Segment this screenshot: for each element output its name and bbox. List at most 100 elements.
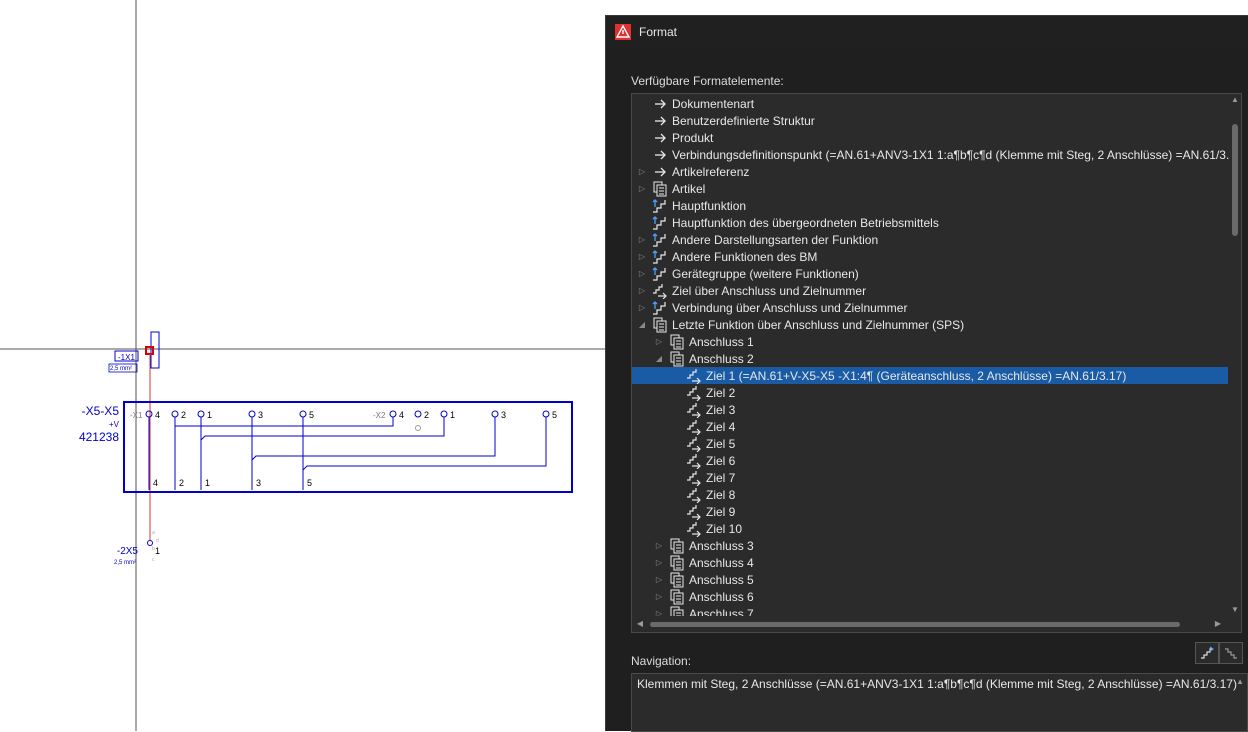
- tree-item[interactable]: Produkt: [632, 129, 1228, 146]
- tree-item[interactable]: Ziel 10: [632, 520, 1228, 538]
- tree-item[interactable]: ▷ Anschluss 4: [632, 554, 1228, 571]
- navigate-back-button[interactable]: [1219, 642, 1243, 664]
- tree-item[interactable]: ▷Anschluss 5: [632, 571, 1228, 588]
- svg-text:3: 3: [258, 410, 263, 420]
- target-icon: [686, 402, 702, 419]
- expand-arrow-icon[interactable]: ▷: [655, 592, 663, 601]
- scroll-down-icon[interactable]: ▼: [1231, 605, 1239, 614]
- tree-item[interactable]: ▷ Gerätegruppe (weitere Funktionen): [632, 265, 1228, 282]
- expand-arrow-icon[interactable]: ▷: [655, 558, 663, 567]
- tree-item[interactable]: ▷Anschluss 6: [632, 588, 1228, 605]
- hscroll-thumb[interactable]: [650, 622, 1180, 627]
- tree-item-label: Anschluss 2: [689, 351, 754, 366]
- navigation-text-box[interactable]: Klemmen mit Steg, 2 Anschlüsse (=AN.61+A…: [631, 673, 1248, 732]
- tree-item-label: Anschluss 1: [689, 334, 754, 349]
- tree-item[interactable]: Ziel 7: [632, 469, 1228, 487]
- bottom-pin-1: 1: [205, 478, 210, 488]
- scroll-left-icon[interactable]: ◀: [636, 619, 644, 628]
- svg-text:d: d: [156, 538, 159, 544]
- device-number: 421238: [79, 430, 119, 444]
- x2-pin-2: 2: [414, 410, 429, 420]
- scroll-up-icon[interactable]: ▲: [1231, 95, 1239, 104]
- dialog-titlebar[interactable]: Format: [606, 16, 1248, 48]
- tree-item[interactable]: Hauptfunktion: [632, 197, 1228, 214]
- target-icon: [686, 521, 702, 538]
- tree-item[interactable]: ▷Andere Darstellungsarten der Funktion: [632, 231, 1228, 248]
- target-icon: [686, 504, 702, 521]
- tree-item[interactable]: Ziel 9: [632, 503, 1228, 521]
- tree-item[interactable]: ▷Anschluss 3: [632, 537, 1228, 554]
- tree-item[interactable]: ▷ Anschluss 1: [632, 333, 1228, 350]
- collapse-arrow-icon[interactable]: ◢: [655, 354, 663, 363]
- tree-item[interactable]: ▷Verbindung über Anschluss und Zielnumme…: [632, 299, 1228, 316]
- nav-scroll-up-icon[interactable]: ▲: [1236, 677, 1244, 686]
- target-icon: [686, 436, 702, 453]
- tree-item[interactable]: Ziel 4: [632, 418, 1228, 436]
- target-icon: [686, 368, 702, 385]
- tree-item[interactable]: Verbindungsdefinitionspunkt (=AN.61+ANV3…: [632, 146, 1236, 163]
- navigate-forward-button[interactable]: [1195, 642, 1219, 664]
- tree-item-label: Ziel 1 (=AN.61+V-X5-X5 -X1:4¶ (Geräteans…: [706, 368, 1127, 383]
- x1-label: -X1: [130, 411, 143, 420]
- function-icon: [652, 249, 668, 265]
- expand-arrow-icon[interactable]: ▷: [638, 286, 646, 295]
- schematic-canvas[interactable]: -1X1 2,5 mm² -X5-X5 +V 421238 -X1 -X2 4 …: [0, 0, 605, 731]
- expand-arrow-icon[interactable]: ▷: [638, 269, 646, 278]
- svg-text:2: 2: [181, 410, 186, 420]
- expand-arrow-icon[interactable]: ▷: [655, 575, 663, 584]
- pages-icon: [652, 317, 668, 333]
- expand-arrow-icon[interactable]: ▷: [638, 303, 646, 312]
- svg-text:5: 5: [309, 410, 314, 420]
- arrow-icon: [652, 130, 668, 146]
- expand-arrow-icon[interactable]: ▷: [655, 337, 663, 346]
- tree-item[interactable]: ▷Ziel über Anschluss und Zielnummer: [632, 282, 1228, 300]
- tree-item[interactable]: Ziel 8: [632, 486, 1228, 504]
- svg-text:2: 2: [424, 410, 429, 420]
- pages-icon: [669, 555, 685, 571]
- arrow-icon: [652, 147, 668, 163]
- dialog-title: Format: [639, 25, 678, 39]
- expand-arrow-icon[interactable]: ▷: [638, 235, 646, 244]
- tree-item[interactable]: Hauptfunktion des übergeordneten Betrieb…: [632, 214, 1228, 231]
- bottom-pin-4: 4: [153, 478, 158, 488]
- bottom-terminal-size: 2,5 mm²: [114, 560, 136, 566]
- collapse-arrow-icon[interactable]: ◢: [638, 320, 646, 329]
- x2-pin-4: 4: [389, 410, 404, 420]
- arrow-icon: [652, 164, 668, 180]
- expand-arrow-icon[interactable]: ▷: [655, 609, 663, 618]
- expand-arrow-icon[interactable]: ▷: [638, 252, 646, 261]
- tree-horizontal-scrollbar[interactable]: ◀ ▶: [632, 616, 1229, 632]
- tree-item-label: Ziel 2: [706, 385, 736, 400]
- bottom-terminal[interactable]: -2X5 1 2,5 mm² a d b c: [114, 530, 160, 566]
- tree-item-label: Hauptfunktion des übergeordneten Betrieb…: [672, 215, 939, 230]
- scroll-thumb[interactable]: [1232, 124, 1238, 236]
- expand-arrow-icon[interactable]: ▷: [638, 167, 646, 176]
- svg-text:3: 3: [501, 410, 506, 420]
- tree-item[interactable]: Benutzerdefinierte Struktur: [632, 112, 1228, 129]
- tree-item[interactable]: ▷Andere Funktionen des BM: [632, 248, 1228, 265]
- tree-item-label: Gerätegruppe (weitere Funktionen): [672, 266, 859, 281]
- tree-item[interactable]: Ziel 5: [632, 435, 1228, 453]
- expand-arrow-icon[interactable]: ▷: [638, 184, 646, 193]
- top-terminal[interactable]: -1X1 2,5 mm²: [108, 331, 160, 373]
- tree-item[interactable]: ◢ Anschluss 2: [632, 350, 1228, 367]
- arrow-icon: [652, 96, 668, 112]
- tree-item[interactable]: ▷Artikel: [632, 180, 1228, 197]
- top-terminal-name: -1X1: [118, 353, 135, 362]
- tree-item[interactable]: Ziel 2: [632, 384, 1228, 402]
- tree-item[interactable]: Ziel 1 (=AN.61+V-X5-X5 -X1:4¶ (Geräteans…: [632, 367, 1228, 385]
- tree-item[interactable]: Ziel 3: [632, 401, 1228, 419]
- tree-item-label: Ziel 8: [706, 487, 736, 502]
- tree-item-label: Produkt: [672, 130, 714, 145]
- tree-item[interactable]: Dokumentenart: [632, 95, 1228, 112]
- x1-pin-5: 5: [299, 410, 314, 420]
- expand-arrow-icon[interactable]: ▷: [655, 541, 663, 550]
- tree-item[interactable]: ▷Artikelreferenz: [632, 163, 1228, 180]
- tree-item-label: Anschluss 4: [689, 555, 754, 570]
- tree-item[interactable]: ◢Letzte Funktion über Anschluss und Ziel…: [632, 316, 1228, 333]
- tree-vertical-scrollbar[interactable]: ▲ ▼: [1229, 94, 1241, 616]
- tree-item[interactable]: Ziel 6: [632, 452, 1228, 470]
- scroll-right-icon[interactable]: ▶: [1214, 619, 1222, 628]
- pages-icon: [669, 589, 685, 605]
